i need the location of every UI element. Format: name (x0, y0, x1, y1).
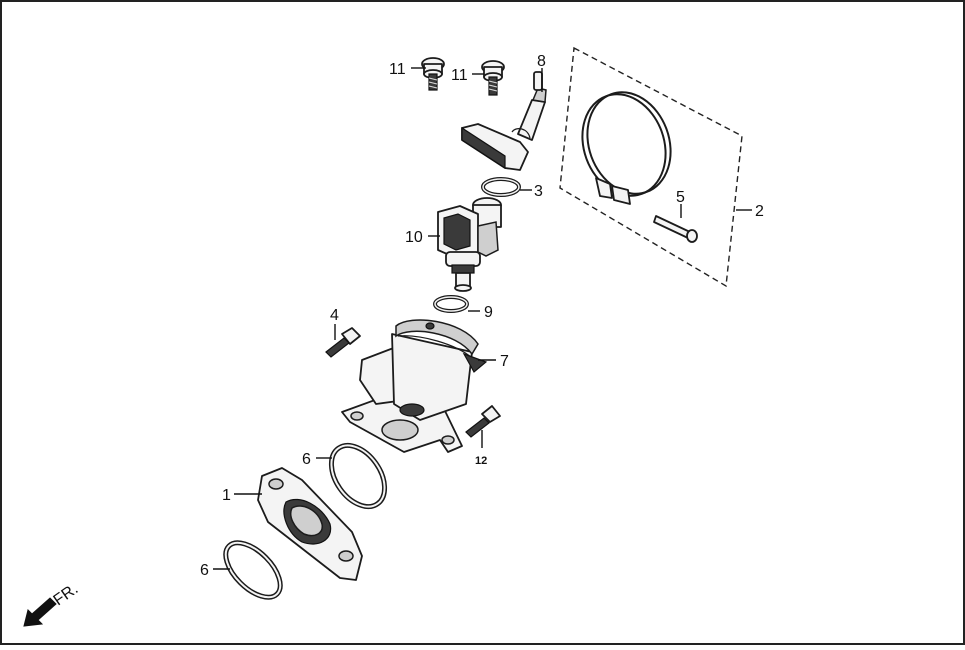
callout-6-lower: 6 (200, 562, 209, 579)
front-direction-indicator: FR. (23, 581, 81, 627)
part-8-sensor-connector[interactable] (461, 71, 547, 171)
callout-3: 3 (534, 183, 543, 200)
part-11-bolt-left[interactable] (421, 57, 445, 91)
arrow-front-icon (23, 597, 57, 627)
part-9-o-ring[interactable] (433, 295, 469, 313)
callout-10: 10 (405, 229, 423, 246)
part-7-intake-body[interactable] (341, 319, 488, 453)
callout-7: 7 (500, 353, 509, 370)
part-10-fuel-injector[interactable] (437, 197, 502, 292)
part-4-flange-bolt[interactable] (325, 327, 361, 358)
callout-11-right: 11 (451, 67, 468, 84)
assembly-group-box (559, 46, 743, 288)
callout-4: 4 (330, 307, 339, 324)
callout-2: 2 (755, 203, 764, 220)
part-2-hose-clamp[interactable] (569, 80, 685, 207)
callout-8: 8 (537, 53, 546, 70)
callout-1: 1 (222, 487, 231, 504)
leader-lines (213, 67, 752, 570)
part-6-gasket-lower[interactable] (216, 533, 290, 607)
callout-11-left: 11 (389, 61, 406, 78)
part-3-o-ring[interactable] (481, 177, 521, 197)
part-6-gasket-upper[interactable] (320, 436, 395, 517)
callout-9: 9 (484, 304, 493, 321)
part-1-insulator[interactable] (257, 467, 363, 581)
part-11-bolt-right[interactable] (481, 60, 505, 96)
callout-6-upper: 6 (302, 451, 311, 468)
callout-12: 12 (475, 455, 487, 467)
callout-5: 5 (676, 189, 685, 206)
part-12-flange-bolt[interactable] (465, 405, 501, 438)
part-5-pin-bolt[interactable] (653, 215, 698, 243)
